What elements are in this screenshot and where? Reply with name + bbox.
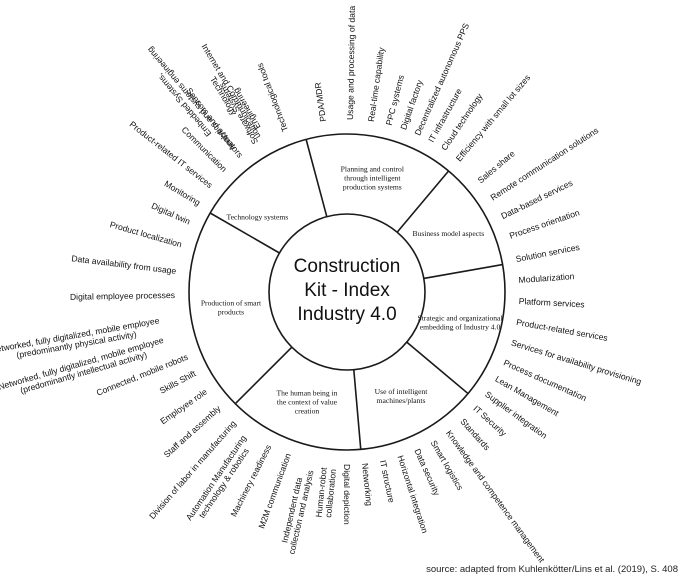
outer-ring bbox=[188, 133, 506, 451]
center-title-line: Construction bbox=[294, 256, 401, 277]
svg-text:Platform services: Platform services bbox=[519, 296, 585, 309]
outer-label: Data availability from usage bbox=[71, 253, 177, 276]
outer-label: Product-related services bbox=[516, 317, 609, 343]
svg-text:Modularization: Modularization bbox=[518, 271, 575, 285]
svg-text:Human-robotcollaboration: Human-robotcollaboration bbox=[314, 466, 339, 519]
outer-label: PDA/MDR bbox=[313, 82, 328, 123]
outer-label: Skills Shift bbox=[158, 368, 198, 396]
svg-text:Digital depiction: Digital depiction bbox=[342, 464, 352, 525]
svg-text:PDA/MDR: PDA/MDR bbox=[313, 82, 328, 123]
svg-text:Data availability from usage: Data availability from usage bbox=[71, 253, 177, 276]
outer-label: Human-robotcollaboration bbox=[314, 466, 339, 519]
outer-label: Networking bbox=[360, 463, 374, 507]
svg-text:Services for availability prov: Services for availability provisioning bbox=[510, 338, 643, 387]
outer-label: Digital depiction bbox=[342, 464, 352, 525]
outer-label: Knowledge and competence management bbox=[444, 428, 547, 565]
svg-text:Networking: Networking bbox=[360, 463, 374, 507]
center-title-line: Industry 4.0 bbox=[297, 304, 396, 325]
segment-label: Technology systems bbox=[227, 212, 289, 221]
inner-ring bbox=[268, 213, 426, 371]
segment-label: Business model aspects bbox=[412, 229, 484, 238]
svg-text:Usage and processing of data: Usage and processing of data bbox=[345, 6, 357, 121]
outer-label: Solution services bbox=[515, 242, 581, 264]
outer-label: Usage and processing of data bbox=[345, 6, 357, 121]
svg-text:Digital employee processes: Digital employee processes bbox=[70, 290, 175, 302]
center-title-line: Kit - Index bbox=[304, 280, 390, 301]
svg-text:Monitoring: Monitoring bbox=[163, 178, 203, 207]
outer-label: Platform services bbox=[519, 296, 585, 309]
outer-label: Modularization bbox=[518, 271, 575, 285]
segment-divider bbox=[353, 369, 362, 450]
svg-text:Product localization: Product localization bbox=[109, 219, 184, 249]
segment-divider bbox=[234, 346, 293, 405]
outer-label: Digital twin bbox=[150, 201, 192, 227]
outer-label: Real-time capability bbox=[366, 46, 386, 122]
svg-text:Digital twin: Digital twin bbox=[150, 201, 192, 227]
outer-label: IT structure bbox=[378, 459, 397, 504]
svg-text:IT structure: IT structure bbox=[378, 459, 397, 504]
outer-label: Services for availability provisioning bbox=[510, 338, 643, 387]
outer-label: Monitoring bbox=[163, 178, 203, 207]
segment-divider bbox=[423, 263, 503, 280]
outer-label: Digital employee processes bbox=[70, 290, 175, 302]
outer-label: Product localization bbox=[109, 219, 184, 249]
ring-layer bbox=[188, 133, 506, 451]
segment-divider bbox=[406, 341, 469, 395]
source-note: source: adapted from Kuhlenkötter/Lins e… bbox=[426, 564, 678, 575]
segment-divider bbox=[209, 212, 280, 254]
svg-text:Real-time capability: Real-time capability bbox=[366, 46, 386, 122]
segment-dividers bbox=[209, 139, 503, 450]
svg-text:Solution services: Solution services bbox=[515, 242, 581, 264]
svg-text:Knowledge and competence manag: Knowledge and competence management bbox=[444, 428, 547, 565]
segment-divider bbox=[305, 139, 328, 217]
segment-divider bbox=[396, 170, 450, 233]
svg-text:Skills Shift: Skills Shift bbox=[158, 368, 198, 396]
svg-text:Product-related services: Product-related services bbox=[516, 317, 609, 343]
